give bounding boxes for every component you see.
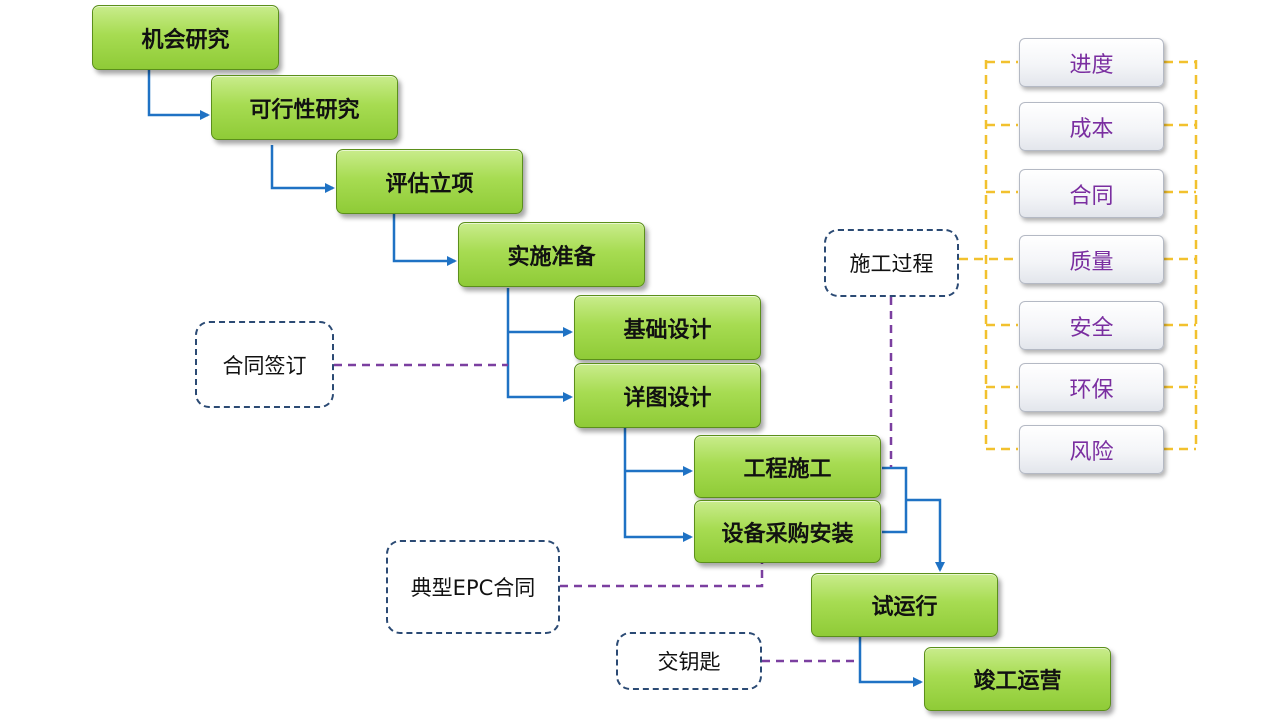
flow-arrow [906, 498, 945, 572]
flow-arrow [858, 636, 923, 687]
control-quality: 质量 [1019, 235, 1164, 284]
stage-completion-operation: 竣工运营 [924, 647, 1111, 711]
flow-arrow [147, 70, 210, 120]
control-cost: 成本 [1019, 102, 1164, 151]
stage-detail-design: 详图设计 [574, 363, 761, 428]
stage-implementation-prep: 实施准备 [458, 222, 645, 287]
stage-equipment-procurement: 设备采购安装 [694, 500, 881, 563]
stage-opportunity-research: 机会研究 [92, 5, 279, 70]
flow-arrow [506, 288, 573, 402]
control-risk: 风险 [1019, 425, 1164, 474]
note-construction-process: 施工过程 [824, 229, 959, 297]
stage-construction: 工程施工 [694, 435, 881, 498]
flow-arrow [392, 213, 457, 266]
flow-arrow [623, 428, 693, 542]
flow-merge-line [882, 466, 908, 534]
note-link-epc-contract [560, 562, 764, 588]
stage-evaluation: 评估立项 [336, 149, 523, 214]
flow-arrow [270, 145, 335, 193]
stage-trial-run: 试运行 [811, 573, 998, 637]
control-schedule: 进度 [1019, 38, 1164, 87]
control-environment: 环保 [1019, 363, 1164, 412]
note-epc-contract: 典型EPC合同 [386, 540, 560, 634]
control-safety: 安全 [1019, 301, 1164, 350]
note-contract-signing: 合同签订 [195, 321, 334, 408]
stage-basic-design: 基础设计 [574, 295, 761, 360]
control-contract: 合同 [1019, 169, 1164, 218]
stage-feasibility-research: 可行性研究 [211, 75, 398, 140]
note-key-handover: 交钥匙 [616, 632, 762, 690]
